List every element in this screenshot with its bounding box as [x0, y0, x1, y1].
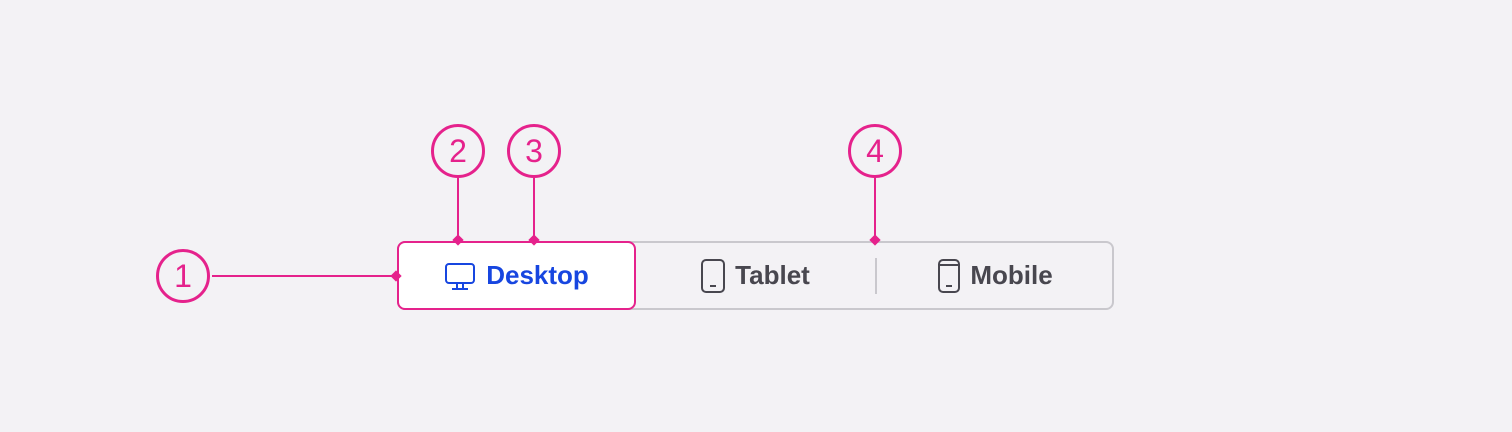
- tablet-icon: [701, 258, 726, 293]
- callout-4-leader: [874, 178, 876, 240]
- segment-label: Tablet: [735, 260, 810, 290]
- segment-desktop[interactable]: Desktop: [397, 241, 636, 310]
- segment-mobile[interactable]: Mobile: [877, 241, 1114, 310]
- callout-1: 1: [156, 249, 210, 303]
- callout-1-leader: [212, 275, 396, 277]
- callout-2-leader: [457, 178, 459, 240]
- segment-divider: [875, 258, 877, 294]
- segment-label: Mobile: [970, 260, 1053, 290]
- callout-4: 4: [848, 124, 902, 178]
- monitor-icon: [444, 260, 476, 292]
- segment-label: Desktop: [486, 260, 589, 290]
- segment-tablet[interactable]: Tablet: [636, 241, 875, 310]
- callout-3: 3: [507, 124, 561, 178]
- callout-2: 2: [431, 124, 485, 178]
- callout-3-leader: [533, 178, 535, 240]
- phone-icon: [938, 258, 961, 293]
